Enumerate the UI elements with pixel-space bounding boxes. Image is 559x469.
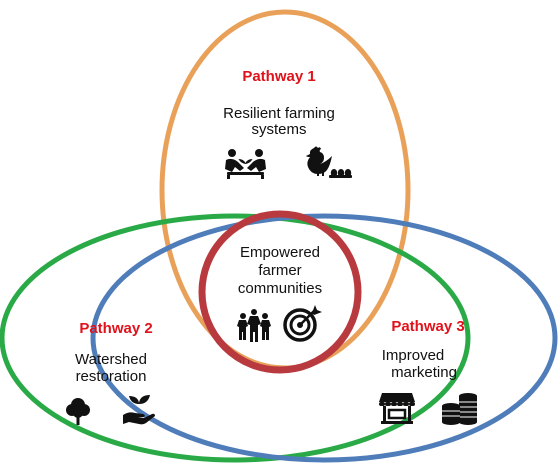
pathway2-description-line1: Watershed xyxy=(75,351,147,368)
target-icon xyxy=(283,305,322,342)
pathway2-ring xyxy=(0,213,471,463)
pathway1-ring xyxy=(159,9,411,371)
coin-stack-icon xyxy=(442,393,477,425)
pathway1-description-line2: systems xyxy=(251,121,306,138)
center-ring xyxy=(198,210,362,374)
chicken-eggs-icon xyxy=(306,146,352,178)
tree-icon xyxy=(66,398,90,425)
pathway1-label: Pathway 1 xyxy=(242,68,315,85)
pathway3-description-line2: marketing xyxy=(391,364,457,381)
pathway3-label: Pathway 3 xyxy=(391,318,464,335)
pathway1-description-line1: Resilient farming xyxy=(223,105,335,122)
pathway3-description-line1: Improved xyxy=(382,347,445,364)
pathway2-description-line2: restoration xyxy=(76,368,147,385)
pathway2-label: Pathway 2 xyxy=(79,320,152,337)
pathway3-ring xyxy=(90,213,558,463)
hand-plant-icon xyxy=(123,395,155,425)
center-line1: Empowered xyxy=(240,244,320,261)
market-stall-icon xyxy=(379,393,415,424)
community-people-icon xyxy=(237,309,271,342)
center-line3: communities xyxy=(238,280,322,297)
hands-seedling-icon xyxy=(225,149,266,179)
center-line2: farmer xyxy=(258,262,301,279)
